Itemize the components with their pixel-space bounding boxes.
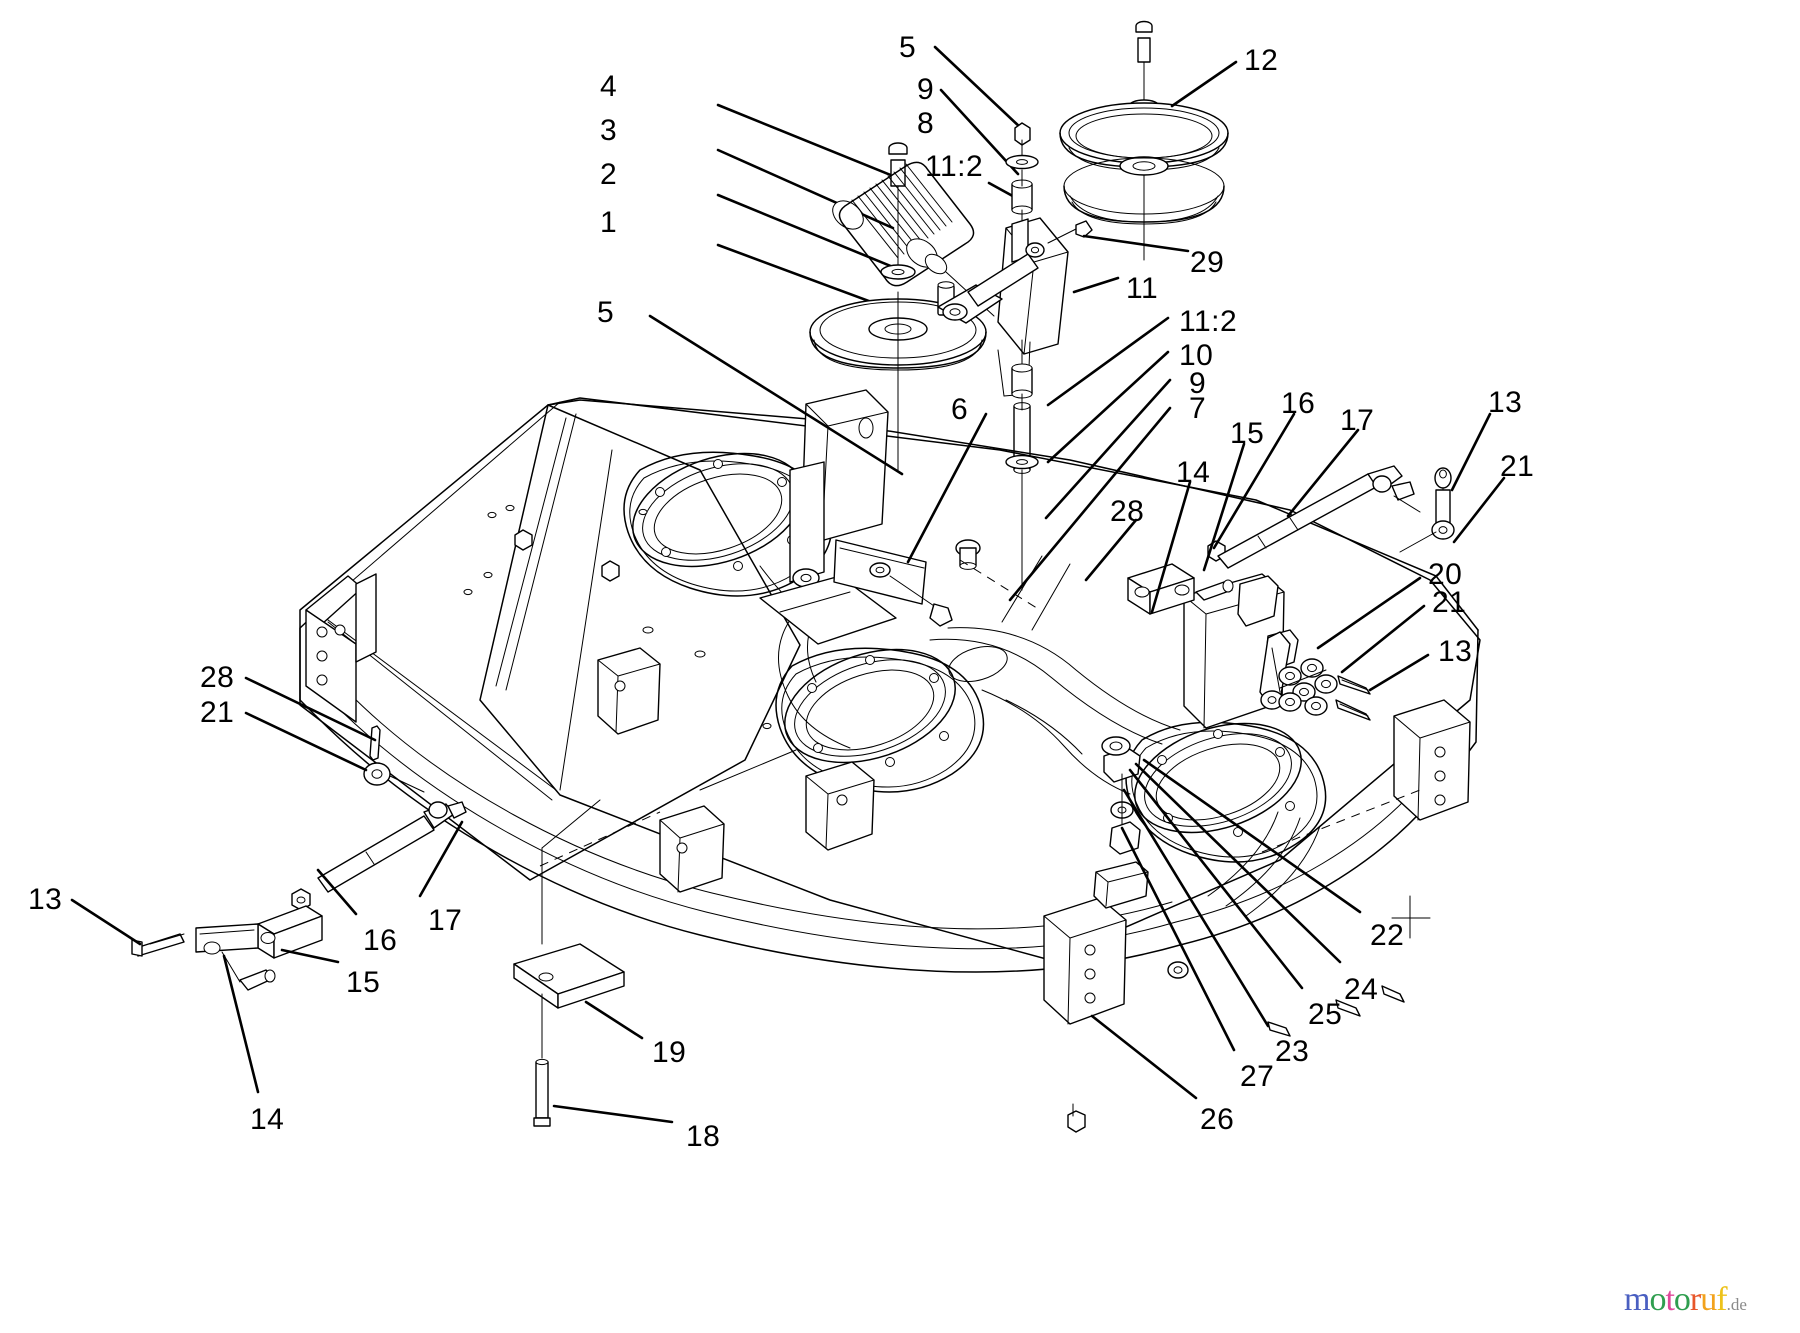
callout-23: 23 xyxy=(1275,1035,1310,1068)
right-front-attach-plate xyxy=(1393,699,1471,821)
watermark-tld: .de xyxy=(1726,1295,1747,1314)
deck-fasteners xyxy=(463,504,772,730)
callout-19: 19 xyxy=(652,1036,687,1069)
double-idler-pulley xyxy=(1059,20,1229,261)
leader-lines-mid-right xyxy=(648,314,1506,692)
extension-spring xyxy=(832,161,995,317)
idler-hardware-stack-upper xyxy=(933,45,1039,253)
callout-13: 13 xyxy=(1438,635,1473,668)
idler-arm-bracket xyxy=(937,217,1093,397)
mower-deck-housing xyxy=(299,389,1481,1025)
callout-18: 18 xyxy=(686,1120,721,1153)
callout-11: 11 xyxy=(1126,272,1159,305)
watermark-letter: o xyxy=(1649,1281,1666,1318)
callout-15: 15 xyxy=(346,966,381,999)
callout-5: 5 xyxy=(899,31,917,64)
callout-26: 26 xyxy=(1200,1103,1235,1136)
callout-16: 16 xyxy=(363,924,398,957)
callout-14: 14 xyxy=(1176,456,1211,489)
callout-11-2: 11:2 xyxy=(1179,305,1238,338)
callout-28: 28 xyxy=(1110,495,1145,528)
right-lift-rod-assembly xyxy=(1127,465,1455,615)
callout-8: 8 xyxy=(917,107,935,140)
callout-3: 3 xyxy=(600,114,618,147)
callout-11-2: 11:2 xyxy=(925,150,984,183)
bottom-center-bracket xyxy=(1043,897,1127,1025)
callout-21: 21 xyxy=(200,696,235,729)
center-support-bracket xyxy=(759,389,981,645)
left-lift-rod-assembly xyxy=(131,801,467,991)
callout-24: 24 xyxy=(1344,973,1379,1006)
callout-9: 9 xyxy=(917,73,935,106)
right-chain-hardware xyxy=(1259,631,1371,721)
leader-lines-left-bottom xyxy=(70,676,674,1124)
watermark-letter: u xyxy=(1700,1281,1717,1318)
leader-lines-bottom-right xyxy=(1090,758,1362,1100)
callout-22: 22 xyxy=(1370,919,1405,952)
callout-2: 2 xyxy=(600,158,618,191)
spindle-opening-right xyxy=(1125,721,1327,863)
callout-13: 13 xyxy=(1488,386,1523,419)
callout-21: 21 xyxy=(1432,586,1467,619)
left-pin-and-washer xyxy=(363,725,425,793)
idler-hardware-stack-lower xyxy=(1005,316,1172,602)
watermark-letter: o xyxy=(1673,1281,1691,1318)
callout-9: 9 xyxy=(1189,367,1207,400)
callout-16: 16 xyxy=(1281,387,1316,420)
pulley-stack-left xyxy=(809,142,987,471)
callout-25: 25 xyxy=(1308,998,1343,1031)
anti-scalp-plate-and-bolt xyxy=(513,799,625,1127)
watermark-letter: t xyxy=(1665,1281,1675,1318)
callout-1: 1 xyxy=(600,206,618,239)
construction-lines xyxy=(539,789,1421,867)
callout-12: 12 xyxy=(1244,44,1279,77)
left-mount-brackets xyxy=(305,573,377,723)
callout-20: 20 xyxy=(1428,558,1463,591)
watermark-letter: f xyxy=(1716,1281,1727,1318)
watermark-letter: m xyxy=(1624,1281,1650,1318)
callout-15: 15 xyxy=(1230,417,1265,450)
callout-28: 28 xyxy=(200,661,235,694)
callout-27: 27 xyxy=(1240,1060,1275,1093)
callout-17: 17 xyxy=(1340,404,1375,437)
callout-7: 7 xyxy=(1189,392,1207,425)
deck-front-hangers xyxy=(597,647,875,893)
callout-21: 21 xyxy=(1500,450,1535,483)
callout-6: 6 xyxy=(951,393,969,426)
callout-13: 13 xyxy=(28,883,63,916)
chain-links xyxy=(1278,658,1338,716)
callout-17: 17 xyxy=(428,904,463,937)
callout-29: 29 xyxy=(1190,246,1225,279)
callout-4: 4 xyxy=(600,70,618,103)
callout-14: 14 xyxy=(250,1103,285,1136)
motoruf-watermark: motoruf.de xyxy=(1624,1283,1747,1317)
spindle-opening-center xyxy=(775,647,985,793)
cotter-pins-right xyxy=(1335,675,1371,721)
callout-5: 5 xyxy=(597,296,615,329)
watermark-letter: r xyxy=(1689,1281,1701,1318)
callout-10: 10 xyxy=(1179,339,1214,372)
